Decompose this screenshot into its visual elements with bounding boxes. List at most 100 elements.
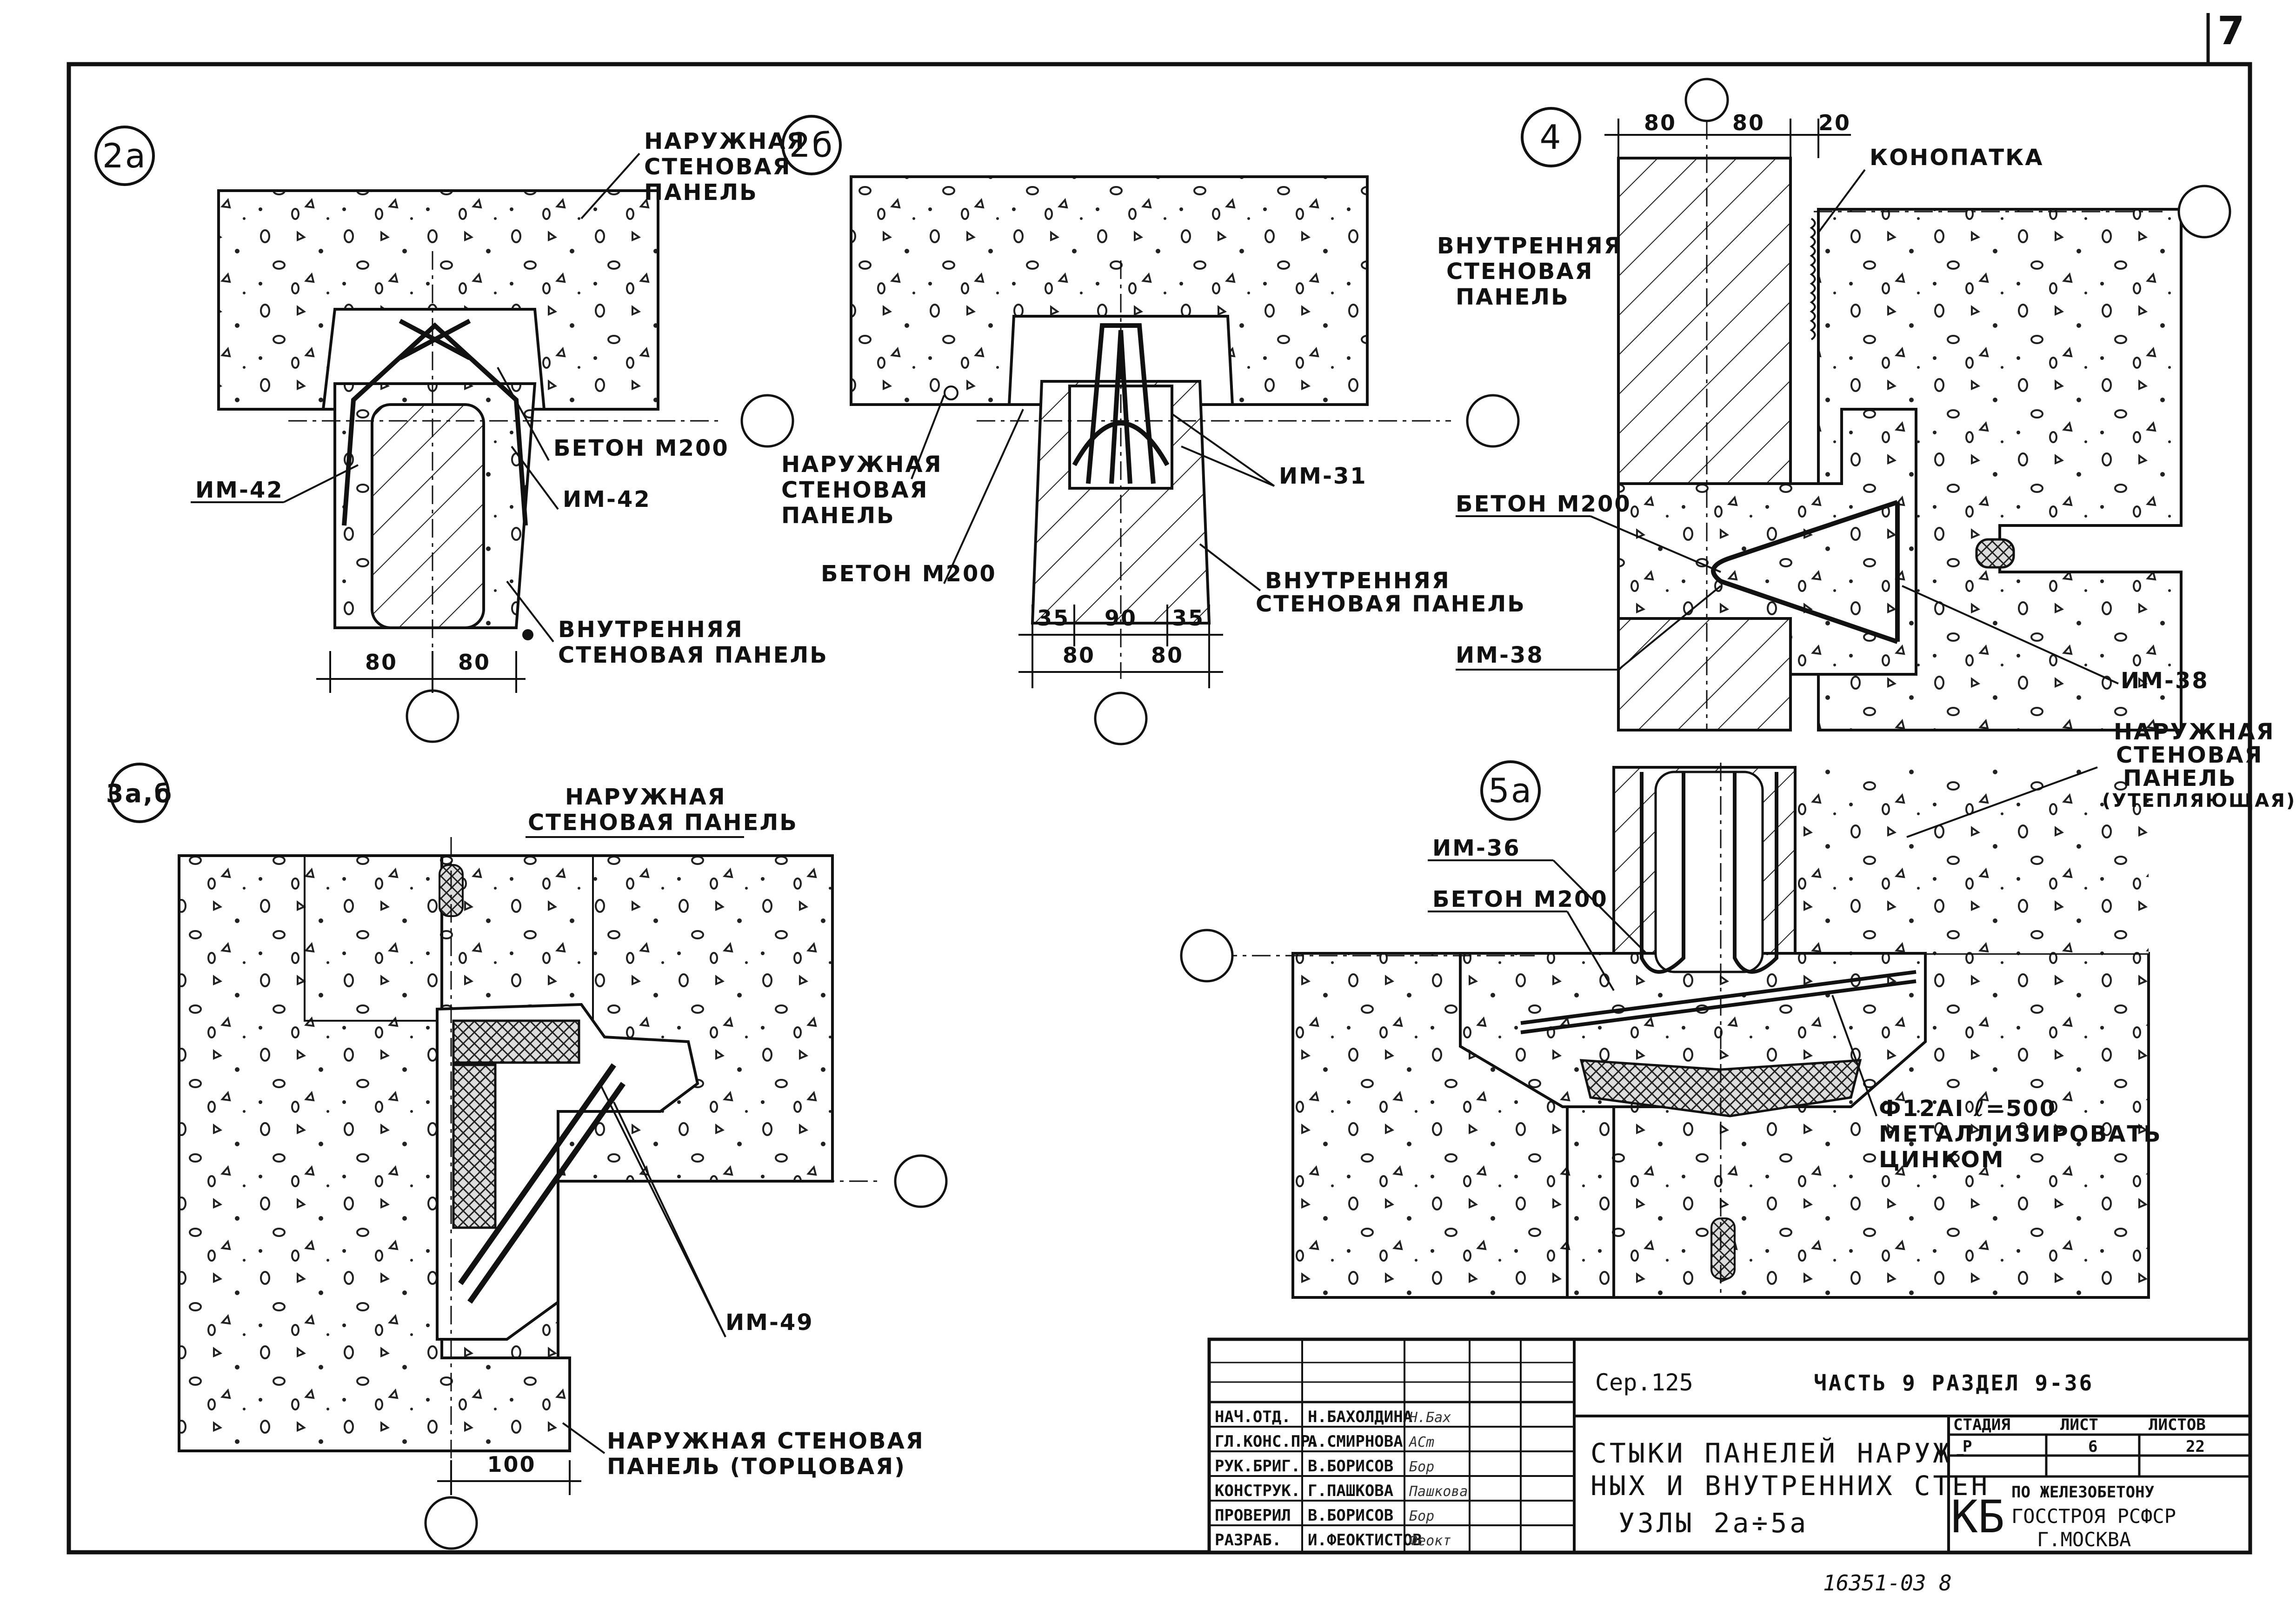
leader [1831,995,1877,1117]
tb-name: Н.БАХОЛДИНА [1308,1408,1412,1426]
node-2b-inner-panel-label: СТЕНОВАЯ ПАНЕЛЬ [1256,591,1526,617]
tb-part: ЧАСТЬ 9 РАЗДЕЛ 9-36 [1814,1370,2094,1396]
node-5a-inner-core [1654,771,1764,973]
tb-stage: Р [1963,1437,1972,1456]
tb-series: Сер.125 [1595,1369,1693,1396]
node-2a-concrete-label: БЕТОН М200 [553,435,729,461]
leader [943,409,1024,584]
node-2b: 2б НАРУЖНАЯ СТЕНОВАЯ ПАНЕЛЬ БЕТОН М200 И… [781,115,1526,745]
node-4-inner-panel-label: СТЕНОВАЯ [1446,259,1593,285]
node-4-concrete-label: БЕТОН М200 [1456,491,1631,517]
node-4-tie-left-label: ИМ-38 [1456,642,1544,668]
node-2b-axis-marker-bottom [1094,691,1148,745]
node-5a-rod [1520,970,1917,1034]
leader [1552,859,1647,954]
node-2b-dim-top: 35 [1037,605,1070,631]
node-2a-inner-panel-label: ВНУТРЕННЯЯ [558,617,744,643]
tb-name: В.БОРИСОВ [1308,1457,1393,1476]
node-2a-core [371,403,485,629]
node-2b-dim-bottom: 80 [1063,643,1095,668]
leader [911,395,945,479]
leader [1181,445,1275,487]
node-2a-tie-loops [342,319,528,526]
node-4-inner-panel-bottom [1617,617,1792,731]
node-4-dim: 80 [1732,110,1765,135]
tb-role: ГЛ.КОНС.ПР. [1215,1432,1319,1451]
node-2a-dim: 80 [365,650,398,675]
tb-sheets: 22 [2186,1437,2205,1456]
node-2a-badge [94,126,155,186]
tb-title: СТЫКИ ПАНЕЛЕЙ НАРУЖ- [1591,1437,1971,1469]
node-5a-outer-panel-label: СТЕНОВАЯ [2116,742,2263,768]
node-3ab-badge-text: 3а,б [106,779,173,808]
node-2a-dim: 80 [458,650,491,675]
leader [511,445,559,510]
leader [283,464,359,503]
tb-name: Г.ПАШКОВА [1308,1482,1393,1500]
node-4-badge [1521,107,1581,167]
node-2a-outer-panel-label: ПАНЕЛЬ [644,180,758,206]
tb-name: А.СМИРНОВА [1308,1432,1403,1451]
tb-signature: Бор [1409,1508,1434,1524]
tb-signature: Бор [1409,1459,1434,1475]
node-2b-badge [781,115,842,175]
node-3ab-insulation-left [452,1064,497,1229]
node-2a-outer-panel-label: СТЕНОВАЯ [644,154,791,180]
node-2b-inner-panel-label: ВНУТРЕННЯЯ [1265,568,1451,594]
tb-role: КОНСТРУК. [1215,1482,1300,1500]
node-3ab-tie-label: ИМ-49 [725,1310,814,1336]
node-3ab: 3а,б НАРУЖНАЯ СТЕНОВАЯ ПАНЕЛЬ ИМ-49 НАРУ… [106,763,948,1550]
node-4-dim: 80 [1644,110,1677,135]
node-2a-axis-marker-right [740,394,794,448]
node-4-caulk-label: КОНОПАТКА [1870,145,2043,171]
node-5a-axis-marker-left [1180,929,1234,983]
leader [1906,766,2098,838]
node-2a-tie-right-label: ИМ-42 [563,486,651,512]
sheet-frame [67,62,2252,1555]
node-2b-concrete-label: БЕТОН М200 [821,561,997,587]
leader [1902,585,2119,685]
tb-org: Г.МОСКВА [2037,1528,2131,1551]
tb-signature: ACm [1408,1434,1434,1450]
tb-role: РУК.БРИГ. [1215,1457,1300,1476]
tb-head-sheet: ЛИСТ [2060,1416,2098,1434]
leader [580,153,640,219]
leader [1817,169,1866,233]
tb-role: РАЗРАБ. [1215,1531,1281,1549]
tb-name: И.ФЕОКТИСТОВ [1308,1531,1422,1549]
leader [1590,515,1721,573]
tb-name: В.БОРИСОВ [1308,1506,1393,1525]
tb-signature: Пашкова [1409,1483,1468,1500]
tb-signature: Феокт [1409,1533,1451,1549]
title-block-frame [1207,1337,2252,1554]
node-4-dim: 20 [1818,110,1851,135]
node-5a-outer-panel-label: НАРУЖНАЯ [2114,719,2275,745]
node-5a-concrete-label: БЕТОН М200 [1432,886,1608,912]
node-5a-badge-text: 5а [1488,771,1533,810]
node-3ab-outer-panel-label: СТЕНОВАЯ ПАНЕЛЬ [528,810,798,836]
tb-signature: Н.Бах [1409,1410,1451,1426]
node-3ab-end-panel-label: НАРУЖНАЯ СТЕНОВАЯ [607,1428,925,1454]
node-2a-tie-left-label: ИМ-42 [195,477,284,503]
node-4-inner-panel-label: ВНУТРЕННЯЯ [1437,233,1623,259]
node-5a-outer-panel-label: (УТЕПЛЯЮЩАЯ) [2102,790,2296,811]
node-4-inner-panel-top [1617,157,1792,485]
title-block: НАЧ.ОТД. Н.БАХОЛДИНА Н.Бах ГЛ.КОНС.ПР. А… [1207,1337,2252,1554]
leader [1199,543,1261,592]
node-5a-seal [1710,1217,1736,1280]
node-4-tie-right-label: ИМ-38 [2121,668,2209,694]
node-2b-outer-panel-label: НАРУЖНАЯ [781,452,943,478]
node-4-caulk [1810,218,1816,340]
node-2a-inner-panel-label: СТЕНОВАЯ ПАНЕЛЬ [558,642,828,668]
node-3ab-axis-marker-right [894,1154,948,1208]
node-5a-rod-label: МЕТАЛЛИЗИРОВАТЬ [1879,1121,2162,1147]
node-4-axis-marker-right [2177,185,2231,239]
node-4-badge-text: 4 [1540,118,1563,157]
leader [613,1102,726,1337]
leader [1566,911,1615,991]
node-2b-small-circle [944,386,958,400]
node-2a-axis-marker-bottom [406,689,459,743]
tb-role: НАЧ.ОТД. [1215,1408,1291,1426]
node-5a-rod-label: ЦИНКОМ [1879,1147,2005,1173]
